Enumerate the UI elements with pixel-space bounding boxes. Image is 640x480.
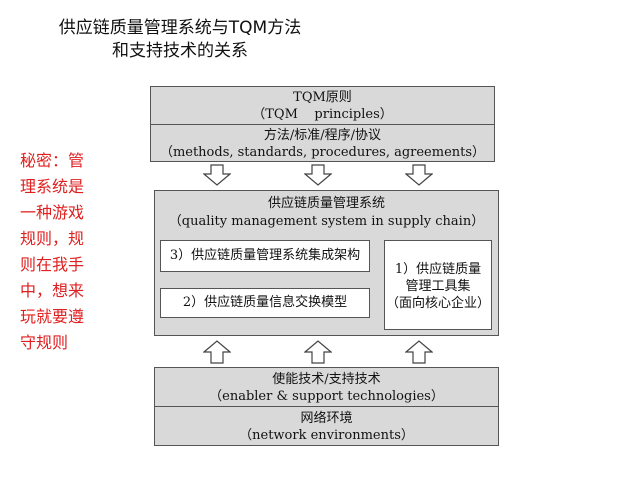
- side-note: 秘密：管 理系统是 一种游戏 规则，规 则在我手 中，想来 玩就要遵 守规则: [20, 148, 120, 356]
- enabler-tech-box: 使能技术/支持技术 （enabler & support technologie…: [154, 367, 499, 407]
- tqm-principles-en: （TQM principles）: [252, 107, 393, 122]
- diagram-title-line2: 和支持技术的关系: [112, 41, 248, 61]
- side-note-line: 秘密：管: [20, 151, 85, 170]
- up-arrow-icon: [405, 340, 433, 364]
- up-arrow-icon: [304, 340, 332, 364]
- side-note-line: 中，想来: [20, 281, 85, 300]
- up-arrow-icon: [203, 340, 231, 364]
- qms-item-1-line2: 管理工具集: [405, 279, 471, 294]
- qms-item-3-label: 3）供应链质量管理系统集成架构: [169, 248, 361, 263]
- side-note-line: 规则，规: [20, 229, 85, 248]
- diagram-title-line1: 供应链质量管理系统与TQM方法: [58, 18, 302, 38]
- enabler-tech-en: （enabler & support technologies）: [209, 389, 444, 404]
- side-note-line: 守规则: [20, 333, 69, 352]
- side-note-line: 玩就要遵: [20, 307, 85, 326]
- qms-title-en: （quality management system in supply cha…: [168, 214, 485, 229]
- tqm-methods-box: 方法/标准/程序/协议 （methods, standards, procedu…: [150, 124, 495, 162]
- side-note-line: 理系统是: [20, 177, 85, 196]
- tqm-methods-en: （methods, standards, procedures, agreeme…: [159, 145, 486, 160]
- qms-item-info-exchange-model: 2）供应链质量信息交换模型: [160, 288, 370, 318]
- qms-item-integration-architecture: 3）供应链质量管理系统集成架构: [160, 240, 370, 272]
- qms-title-cn: 供应链质量管理系统: [267, 196, 385, 211]
- qms-item-2-label: 2）供应链质量信息交换模型: [182, 295, 348, 310]
- side-note-line: 一种游戏: [20, 203, 85, 222]
- down-arrow-icon: [405, 164, 433, 186]
- down-arrow-icon: [203, 164, 231, 186]
- network-env-en: （network environments）: [239, 428, 414, 443]
- tqm-principles-cn: TQM原则: [293, 90, 352, 105]
- qms-item-1-line1: 1）供应链质量: [394, 262, 482, 277]
- tqm-methods-cn: 方法/标准/程序/协议: [263, 128, 382, 143]
- tqm-principles-box: TQM原则 （TQM principles）: [150, 86, 495, 125]
- down-arrow-icon: [304, 164, 332, 186]
- network-env-box: 网络环境 （network environments）: [154, 406, 499, 446]
- qms-item-toolset: 1）供应链质量 管理工具集 （面向核心企业）: [384, 240, 492, 330]
- network-env-cn: 网络环境: [300, 411, 353, 426]
- qms-header: 供应链质量管理系统 （quality management system in …: [155, 191, 498, 231]
- side-note-line: 则在我手: [20, 255, 85, 274]
- qms-item-1-line3: （面向核心企业）: [385, 296, 490, 311]
- enabler-tech-cn: 使能技术/支持技术: [272, 372, 381, 387]
